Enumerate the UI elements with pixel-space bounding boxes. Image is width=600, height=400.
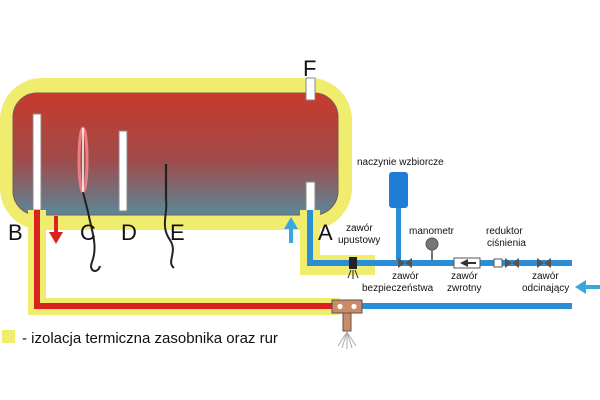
blue-up-arrow-icon (284, 217, 298, 243)
label-shutoff-valve-1: zawór (532, 271, 559, 282)
safety-valve (398, 258, 412, 268)
label-f: F (303, 56, 316, 81)
legend-text: - izolacja termiczna zasobnika oraz rur (22, 330, 278, 347)
shutoff-valve (537, 258, 551, 268)
label-safety-valve-1: zawór (392, 271, 419, 282)
label-expansion-vessel: naczynie wzbiorcze (357, 157, 444, 168)
label-drain-valve-1: zawór (346, 223, 373, 234)
hot-pipe-vertical (34, 210, 40, 307)
label-c: C (80, 220, 96, 245)
temperature-probe (163, 164, 175, 269)
label-check-valve-1: zawór (451, 271, 478, 282)
pressure-reducer (493, 258, 503, 268)
label-check-valve-2: zwrotny (447, 283, 481, 294)
pipe-a-rod (305, 181, 316, 213)
label-pressure-gauge: manometr (409, 226, 455, 237)
label-a: A (318, 220, 333, 245)
label-d: D (121, 220, 137, 245)
expansion-vessel (389, 172, 408, 208)
check-valve-arrow-icon (460, 259, 476, 267)
label-b: B (8, 220, 23, 245)
mixing-junction (331, 299, 363, 349)
pressure-gauge (425, 237, 439, 261)
cold-supply-line (307, 260, 572, 266)
cold-pipe-vertical (307, 210, 313, 265)
label-e: E (170, 220, 185, 245)
tank-body (12, 92, 339, 216)
pipe-b-rod (32, 113, 42, 211)
red-down-arrow-icon (49, 216, 63, 244)
pipe-f-connection (305, 77, 316, 101)
sensor-tube (118, 130, 128, 212)
label-shutoff-valve-2: odcinający (522, 283, 569, 294)
heater-element (77, 126, 101, 272)
label-drain-valve-2: upustowy (338, 235, 380, 246)
hot-pipe-horizontal (34, 303, 336, 309)
bottom-blue-line (336, 303, 572, 309)
label-reducer-2: ciśnienia (487, 238, 526, 249)
blue-left-arrow-icon (575, 280, 600, 294)
label-safety-valve-2: bezpieczeństwa (362, 283, 434, 294)
drain-valve (347, 257, 359, 279)
label-reducer-1: reduktor (486, 226, 523, 237)
reducer-valve (505, 258, 519, 268)
legend-swatch (2, 330, 15, 343)
expansion-vessel-pipe (396, 200, 401, 262)
